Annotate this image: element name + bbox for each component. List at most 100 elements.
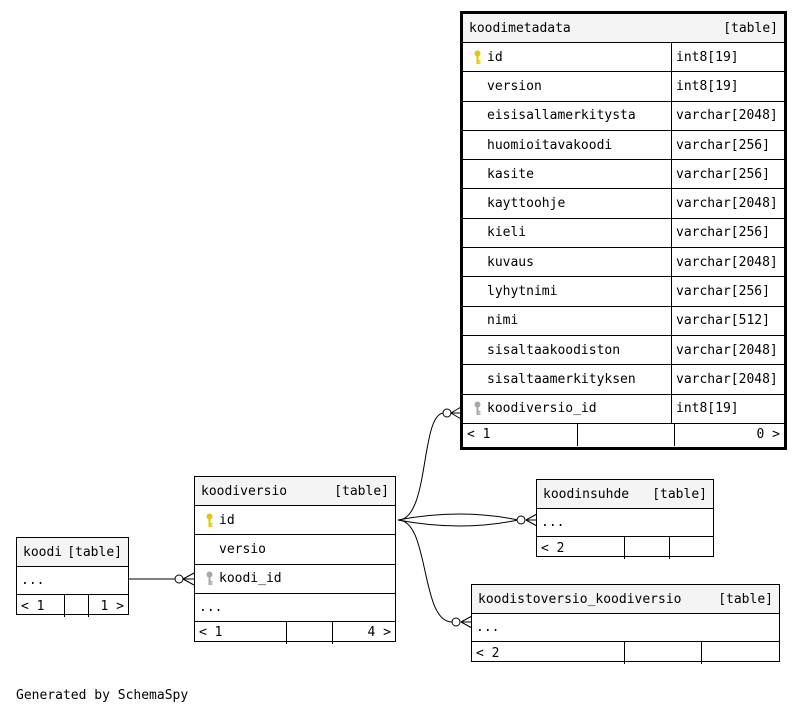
column-row[interactable]: sisaltaamerkityksen varchar[2048] — [463, 365, 784, 395]
column-type: varchar[2048] — [671, 189, 784, 218]
table-kind: [table] — [718, 591, 773, 607]
column-row[interactable]: sisaltaakoodiston varchar[2048] — [463, 335, 784, 366]
column-name-cell: lyhytnimi — [463, 277, 671, 305]
column-name: kuvaus — [487, 254, 534, 270]
table-koodinsuhde[interactable]: koodinsuhde [table] ... < 2 — [536, 479, 714, 559]
column-type: varchar[256] — [671, 218, 784, 248]
edge-koodiversio-koodinsuhde-a — [397, 513, 519, 521]
column-name-cell: nimi — [463, 307, 671, 335]
table-koodi[interactable]: koodi [table] ... < 1 1 > — [16, 537, 129, 617]
table-koodimetadata[interactable]: koodimetadata [table] id int8[19] version i… — [460, 11, 787, 450]
column-row[interactable]: version int8[19] — [463, 72, 784, 102]
parents-count[interactable]: < 1 — [467, 427, 491, 443]
table-name: koodistoversio_koodiversio — [478, 591, 682, 607]
parents-count[interactable]: < 1 — [21, 598, 45, 614]
foreign-key-icon — [467, 401, 487, 416]
column-type: varchar[512] — [671, 306, 784, 335]
column-name-cell: kayttoohje — [463, 189, 671, 217]
table-header: koodiversio [table] — [195, 477, 395, 506]
column-name: version — [487, 78, 542, 94]
column-type: varchar[256] — [671, 160, 784, 189]
footer-middle — [624, 537, 669, 559]
column-name: kieli — [487, 225, 527, 241]
table-name: koodimetadata — [469, 20, 571, 36]
primary-key-icon — [467, 50, 487, 65]
column-name-cell: versio — [195, 535, 395, 563]
column-row[interactable]: koodi_id — [195, 565, 395, 594]
column-row[interactable]: kasite varchar[256] — [463, 160, 784, 190]
footer-middle — [64, 595, 88, 617]
table-header: koodi [table] — [17, 538, 128, 567]
table-footer: < 1 1 > — [17, 595, 128, 617]
table-kind: [table] — [67, 544, 122, 560]
table-footer: < 1 0 > — [463, 423, 784, 446]
column-row[interactable]: versio — [195, 535, 395, 565]
table-footer: < 1 4 > — [195, 621, 395, 644]
column-name: huomioitavakoodi — [487, 137, 613, 153]
column-name: sisaltaakoodiston — [487, 342, 621, 358]
column-name: koodiversio_id — [487, 401, 597, 417]
column-name-cell: koodiversio_id — [463, 395, 671, 423]
table-footer: < 2 — [472, 642, 779, 664]
table-koodiversio[interactable]: koodiversio [table] id versio koodi_id ...… — [194, 476, 396, 644]
column-row[interactable]: eisisallamerkitysta varchar[2048] — [463, 101, 784, 131]
column-name-cell: kasite — [463, 160, 671, 188]
edge-koodiversio-koodinsuhde-b — [397, 519, 519, 527]
table-header: koodimetadata [table] — [463, 14, 784, 43]
parents-count[interactable]: < 1 — [199, 625, 223, 641]
column-name-cell: kieli — [463, 219, 671, 247]
footer-middle — [577, 423, 674, 446]
column-type: varchar[2048] — [671, 365, 784, 394]
column-type: int8[19] — [671, 72, 784, 101]
column-row[interactable]: id — [195, 506, 395, 536]
column-name: lyhytnimi — [487, 284, 558, 300]
column-type: varchar[2048] — [671, 101, 784, 130]
column-type: int8[19] — [671, 43, 784, 72]
column-name: sisaltaamerkityksen — [487, 371, 636, 387]
generated-by-label: Generated by SchemaSpy — [16, 688, 189, 703]
children-count[interactable] — [701, 642, 779, 664]
column-type: varchar[256] — [671, 130, 784, 160]
column-name: kasite — [487, 166, 534, 182]
table-kind: [table] — [652, 486, 707, 502]
column-name-cell: version — [463, 72, 671, 100]
more-columns: ... — [17, 567, 128, 595]
column-row[interactable]: id int8[19] — [463, 43, 784, 73]
children-count[interactable] — [669, 537, 713, 559]
children-count[interactable]: 1 > — [88, 595, 128, 617]
table-header: koodistoversio_koodiversio [table] — [472, 585, 779, 614]
column-name: id — [219, 512, 235, 528]
column-name: eisisallamerkitysta — [487, 108, 636, 124]
column-row[interactable]: kayttoohje varchar[2048] — [463, 189, 784, 219]
table-kind: [table] — [334, 483, 389, 499]
column-type: varchar[2048] — [671, 335, 784, 365]
column-row[interactable]: koodiversio_id int8[19] — [463, 394, 784, 424]
table-kind: [table] — [723, 20, 778, 36]
table-header: koodinsuhde [table] — [537, 480, 713, 509]
column-type: int8[19] — [671, 394, 784, 423]
column-name: kayttoohje — [487, 196, 566, 212]
table-koodistoversio-koodiversio[interactable]: koodistoversio_koodiversio [table] ... <… — [471, 584, 780, 664]
children-count[interactable]: 4 > — [332, 621, 395, 644]
children-count[interactable]: 0 > — [674, 423, 784, 446]
more-columns: ... — [472, 614, 779, 642]
column-name-cell: koodi_id — [195, 565, 395, 593]
table-name: koodiversio — [201, 483, 288, 499]
column-row[interactable]: kieli varchar[256] — [463, 218, 784, 249]
parents-count[interactable]: < 2 — [476, 645, 500, 661]
table-name: koodinsuhde — [543, 486, 630, 502]
column-name-cell: id — [195, 506, 395, 534]
more-columns: ... — [537, 509, 713, 537]
column-name: koodi_id — [219, 571, 282, 587]
parents-count[interactable]: < 2 — [541, 540, 565, 556]
edge-koodiversio-koodimetadata — [397, 412, 445, 521]
column-row[interactable]: huomioitavakoodi varchar[256] — [463, 130, 784, 161]
column-name: id — [487, 49, 503, 65]
primary-key-icon — [199, 513, 219, 528]
foreign-key-icon — [199, 571, 219, 586]
more-columns: ... — [195, 594, 395, 622]
